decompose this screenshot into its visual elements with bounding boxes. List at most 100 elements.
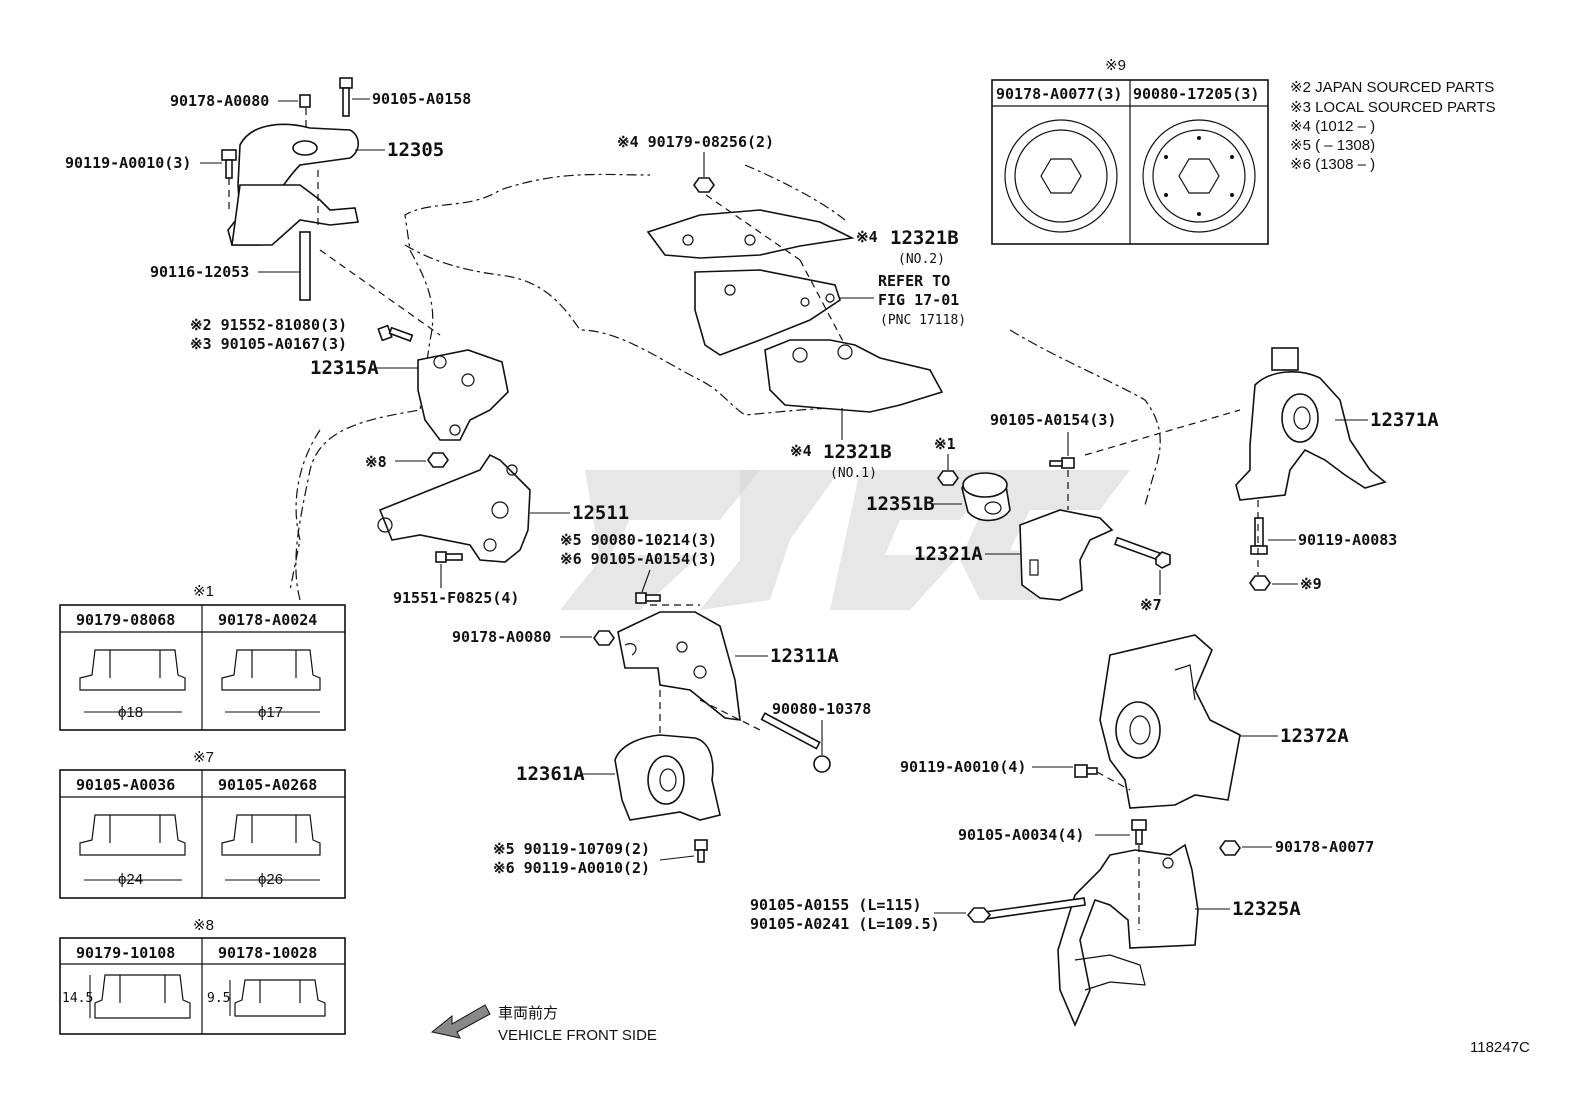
table-mark7-title: ※7 [193, 749, 214, 766]
label-no1: (NO.1) [830, 466, 877, 481]
table-mark7-dim2: ϕ26 [258, 871, 283, 888]
bolt-90080-10214-icon [635, 592, 661, 604]
nut-90178-A0077-icon [1219, 840, 1241, 856]
note-mark2: ※2 JAPAN SOURCED PARTS [1290, 79, 1494, 96]
bolt-90119-A0010-icon [221, 149, 237, 179]
bolt-91552-icon [377, 324, 414, 342]
vehicle-front-arrow-icon [430, 1004, 491, 1039]
flange-nut-icon [79, 649, 186, 713]
part-12511-bracket [377, 453, 531, 563]
part-12371A-mount [1235, 347, 1387, 501]
label-mark1: ※1 [934, 435, 956, 453]
engine-outline-4 [1009, 329, 1161, 506]
label-12305: 12305 [387, 139, 444, 161]
bolt-90105-A0034-icon [1131, 819, 1147, 845]
table-mark7-col1: 90105-A0036 [76, 776, 175, 794]
label-90105-A0241: 90105-A0241 (L=109.5) [750, 915, 940, 933]
label-90119-A0010-3: 90119-A0010(3) [65, 154, 191, 172]
bolt-90119-A0083-icon [1250, 517, 1268, 555]
label-90178-A0080-mid: 90178-A0080 [452, 628, 551, 646]
washer-nut-front-view-icon [1142, 119, 1256, 233]
flange-bolt-icon [79, 814, 186, 881]
table-mark7-col2: 90105-A0268 [218, 776, 317, 794]
nut-mark1-icon [937, 470, 959, 486]
label-90178-A0080-top: 90178-A0080 [170, 92, 269, 110]
bolt-90105-A0155-icon [966, 897, 1086, 923]
label-90119-10709: ※5 90119-10709(2) [493, 840, 650, 858]
part-12315A-bracket [417, 349, 509, 441]
refer-line1: REFER TO [878, 272, 950, 290]
label-90105-A0034: 90105-A0034(4) [958, 826, 1084, 844]
label-no2: (NO.2) [898, 252, 945, 267]
front-label-en: VEHICLE FRONT SIDE [498, 1027, 657, 1044]
nut-mark9-icon [1249, 575, 1271, 591]
part-12325A-bracket [1057, 843, 1199, 1028]
table-mark7: ※7 90105-A0036 90105-A0268 ϕ24 ϕ26 [59, 749, 346, 899]
table-mark8: ※8 90179-10108 90178-10028 14.5 9.5 [59, 917, 346, 1035]
bolt-90105-A0154-right-icon [1049, 457, 1075, 469]
label-90119-A0010-4: 90119-A0010(4) [900, 758, 1026, 776]
bolt-mark7-icon [1113, 536, 1171, 569]
label-91551-F0825: 91551-F0825(4) [393, 589, 519, 607]
label-mark8: ※8 [365, 453, 387, 471]
table-mark9-col2: 90080-17205(3) [1133, 85, 1259, 103]
label-12361A: 12361A [516, 763, 585, 785]
part-12321B-no2 [646, 209, 855, 259]
bolt-90119-10709-icon [694, 839, 708, 863]
part-12372A-mount [1099, 634, 1241, 809]
label-12321B-no2: 12321B [890, 227, 959, 249]
label-12325A: 12325A [1232, 898, 1301, 920]
bolt-90119-A0010-4-icon [1074, 764, 1098, 778]
engine-outline-5 [289, 429, 321, 591]
table-mark1-dim2: ϕ17 [258, 704, 283, 721]
table-mark8-dim2: 9.5 [207, 991, 230, 1006]
bolt-90080-10378-icon [760, 712, 831, 773]
table-mark1-col2: 90178-A0024 [218, 611, 317, 629]
label-12511: 12511 [572, 502, 629, 524]
hex-nut-side-icon [229, 979, 326, 1017]
label-12351B: 12351B [866, 493, 935, 515]
label-90080-10214: ※5 90080-10214(3) [560, 531, 717, 549]
label-12372A: 12372A [1280, 725, 1349, 747]
nut-front-view-icon [1004, 119, 1118, 233]
table-mark9: ※9 90178-A0077(3) 90080-17205(3) [991, 57, 1269, 245]
note-mark4: ※4 (1012 – ) [1290, 118, 1375, 135]
note-mark6: ※6 (1308 – ) [1290, 156, 1375, 173]
label-12321B-no1-mark: ※4 [790, 442, 812, 460]
label-mark9: ※9 [1300, 575, 1322, 593]
part-refer-bracket [694, 269, 841, 356]
label-90105-A0155: 90105-A0155 (L=115) [750, 896, 922, 914]
label-90105-A0154-mid: ※6 90105-A0154(3) [560, 550, 717, 568]
hex-nut-side-icon [89, 974, 191, 1019]
flange-nut-icon [221, 649, 321, 713]
part-12321A-bracket [1019, 509, 1114, 601]
label-90178-A0077: 90178-A0077 [1275, 838, 1374, 856]
label-mark7: ※7 [1140, 596, 1162, 614]
table-mark9-col1: 90178-A0077(3) [996, 85, 1122, 103]
table-mark1-title: ※1 [193, 583, 214, 600]
nut-90178-A0080-mid-icon [593, 630, 615, 646]
front-label-jp: 車両前方 [498, 1005, 558, 1022]
table-mark1-dim1: ϕ18 [118, 704, 143, 721]
label-90119-A0010-2: ※6 90119-A0010(2) [493, 859, 650, 877]
part-12361A-mount [614, 734, 721, 821]
bolt-91551-icon [435, 551, 463, 563]
refer-line2: FIG 17-01 [878, 291, 959, 309]
label-12315A: 12315A [310, 357, 379, 379]
notes-legend: ※2 JAPAN SOURCED PARTS ※3 LOCAL SOURCED … [1290, 79, 1496, 173]
label-12321A: 12321A [914, 543, 983, 565]
label-90179-08256: ※4 90179-08256(2) [617, 133, 774, 151]
label-90116-12053: 90116-12053 [150, 263, 249, 281]
figure-number: 118247C [1470, 1039, 1530, 1056]
label-12321B-no1: 12321B [823, 441, 892, 463]
bolt-90105-A0158-icon [339, 77, 353, 117]
note-mark3: ※3 LOCAL SOURCED PARTS [1290, 99, 1496, 116]
refer-line3: (PNC 17118) [880, 313, 966, 328]
table-mark1-col1: 90179-08068 [76, 611, 175, 629]
table-mark9-title: ※9 [1105, 57, 1126, 74]
part-12321B-no1 [764, 339, 944, 413]
table-mark8-col1: 90179-10108 [76, 944, 175, 962]
table-mark1: ※1 90179-08068 90178-A0024 ϕ18 ϕ17 [59, 583, 346, 731]
table-mark8-col2: 90178-10028 [218, 944, 317, 962]
nut-90179-08256-icon [693, 177, 715, 193]
